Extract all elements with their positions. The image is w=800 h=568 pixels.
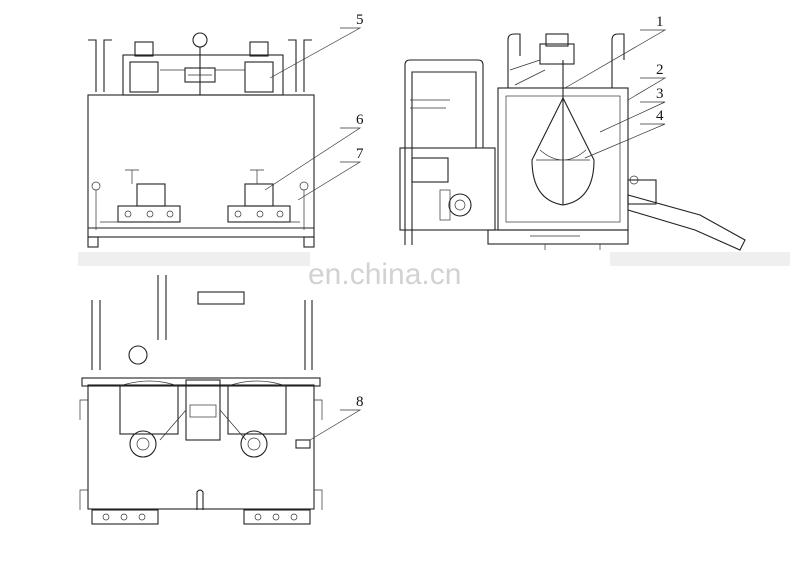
- watermark: en.china.cn: [78, 252, 790, 291]
- callout-5: 5: [356, 12, 364, 28]
- callout-1: 1: [656, 14, 664, 30]
- top-view: [79, 275, 323, 525]
- callout-3: 3: [656, 86, 664, 102]
- side-view: [399, 33, 746, 251]
- leader-lines: [264, 27, 667, 441]
- callout-8: 8: [356, 394, 364, 410]
- callout-6: 6: [356, 112, 364, 128]
- callout-4: 4: [656, 108, 664, 124]
- callout-7: 7: [356, 146, 364, 162]
- front-view: [87, 32, 315, 248]
- watermark-text: en.china.cn: [308, 258, 461, 291]
- callout-labels: 1 2 3 4 5 6 7 8: [356, 12, 664, 410]
- callout-2: 2: [656, 62, 664, 78]
